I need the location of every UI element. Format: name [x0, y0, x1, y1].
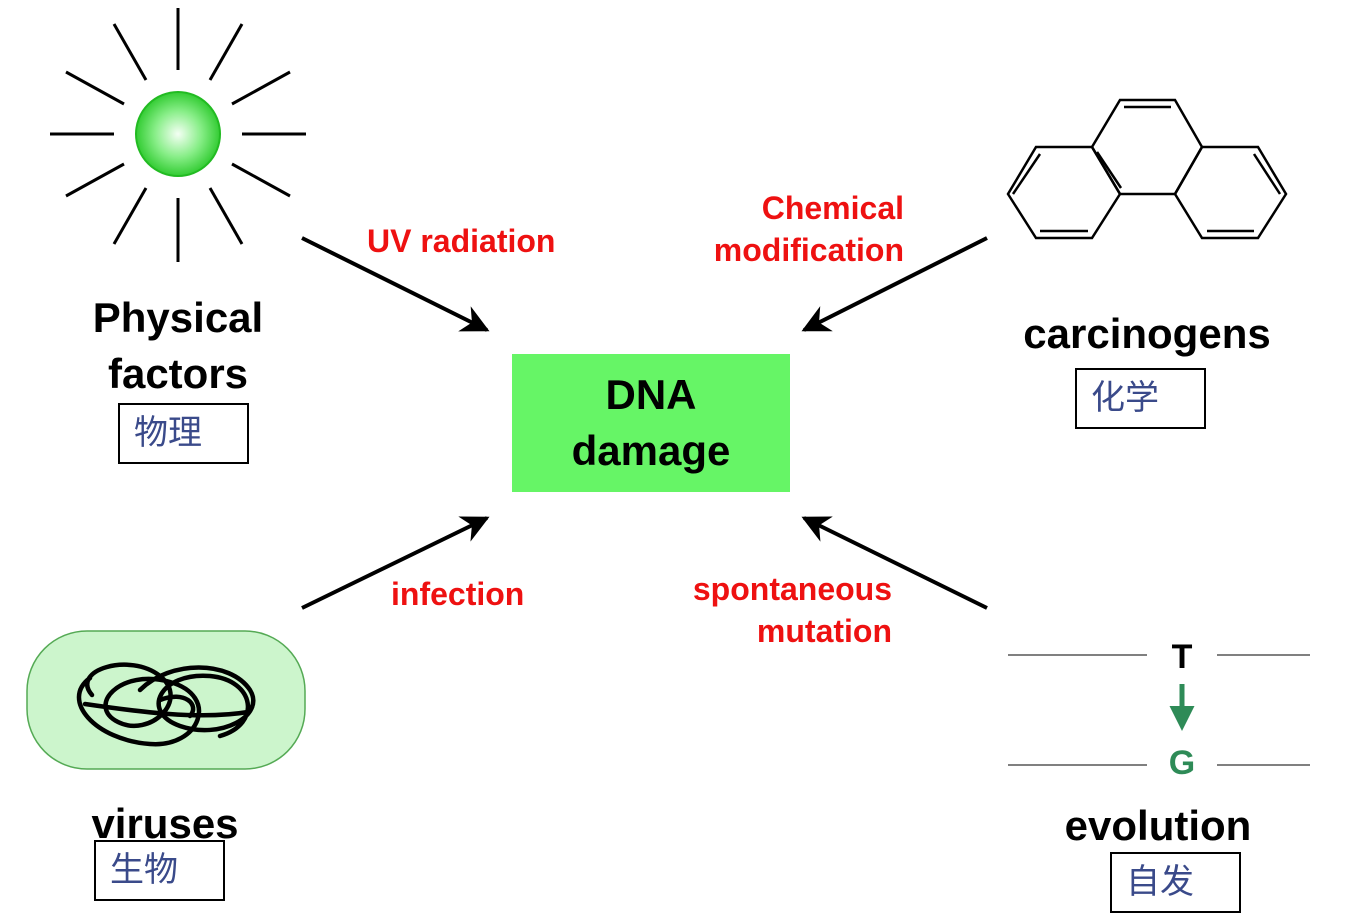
base-g-label: G: [1147, 737, 1217, 789]
viral-cn-box: 生物: [94, 840, 225, 901]
spontaneous-mutation-label: spontaneous mutation: [640, 568, 892, 652]
evolution-label: evolution: [1064, 802, 1252, 849]
chemical-cn-box: 化学: [1075, 368, 1206, 429]
physical-line2: factors: [107, 350, 249, 397]
virus-cell-icon: [26, 630, 306, 770]
evolution-cn-box: 自发: [1110, 852, 1241, 913]
dna-damage-box: DNA damage: [512, 354, 790, 492]
chemical-arrow: [801, 236, 988, 332]
spontaneous-line1: spontaneous: [692, 571, 892, 607]
base-t-label: T: [1147, 633, 1217, 681]
infection-label: infection: [391, 576, 525, 612]
spontaneous-arrow: [801, 516, 988, 610]
uv-arrow: [301, 236, 490, 332]
chemical-line1: Chemical: [761, 190, 904, 226]
sun-icon: [50, 8, 306, 262]
physical-factors-label: Physical factors: [66, 290, 290, 402]
chemical-modification-label: Chemical modification: [640, 187, 904, 271]
physical-cn-box: 物理: [118, 403, 249, 464]
phenanthrene-icon: [1006, 98, 1288, 240]
viruses-label: viruses: [91, 800, 239, 847]
chemical-line2: modification: [713, 232, 904, 268]
spontaneous-line2: mutation: [756, 613, 892, 649]
physical-line1: Physical: [92, 294, 264, 341]
dna-damage-line1: DNA: [605, 371, 697, 418]
carcinogens-label: carcinogens: [1023, 310, 1271, 357]
dna-damage-line2: damage: [571, 427, 731, 474]
infection-arrow: [301, 516, 490, 610]
uv-radiation-label: UV radiation: [367, 223, 556, 259]
